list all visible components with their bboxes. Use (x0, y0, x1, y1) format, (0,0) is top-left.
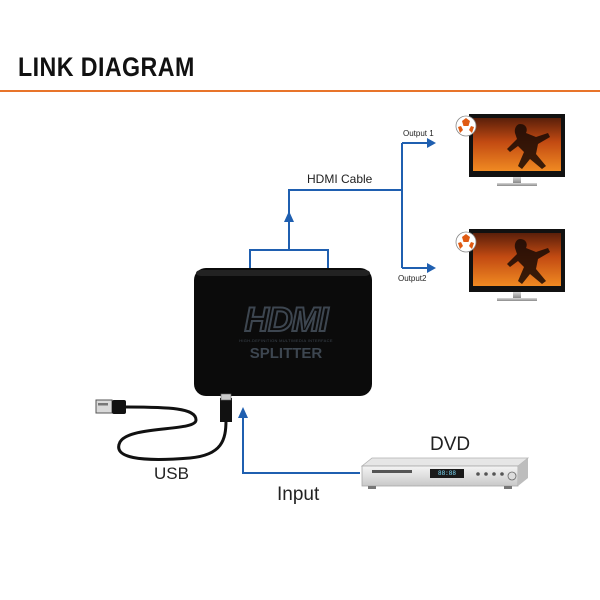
dvd-display (430, 469, 464, 478)
tv-output2 (455, 229, 565, 301)
hdmi-cable-line (288, 189, 402, 250)
dvd-label: DVD (430, 434, 471, 455)
splitter-name: SPLITTER (249, 345, 323, 362)
dvd-player-device (360, 457, 530, 489)
splitter-output-bracket (249, 249, 329, 268)
usb-a-plug (95, 399, 113, 414)
arrow-input (238, 407, 248, 418)
dvd-knob (507, 471, 517, 481)
splitter-logo: HDMI (244, 301, 330, 339)
output-branch-lines (242, 142, 428, 474)
output1-label: Output 1 (403, 129, 434, 138)
usb-cable (95, 393, 232, 461)
title-underline (0, 90, 600, 92)
output2-label: Output2 (398, 274, 427, 283)
input-label: Input (277, 484, 320, 505)
input-line (242, 412, 360, 474)
usb-device-plug (220, 398, 232, 422)
arrow-output2 (427, 263, 436, 273)
hdmi-cable-label: HDMI Cable (307, 172, 373, 186)
dvd-display-text: 88:88 (437, 470, 456, 477)
tv-output1 (455, 114, 565, 186)
arrow-output1 (427, 138, 436, 148)
splitter-subtitle: HIGH-DEFINITION MULTIMEDIA INTERFACE (239, 338, 333, 343)
usb-cable-wire (117, 405, 228, 461)
page-title: LINK DIAGRAM (18, 52, 195, 82)
hdmi-splitter-device (194, 268, 372, 396)
arrowheads (238, 138, 436, 418)
arrow-up-cable (284, 211, 294, 222)
usb-label: USB (154, 464, 189, 483)
